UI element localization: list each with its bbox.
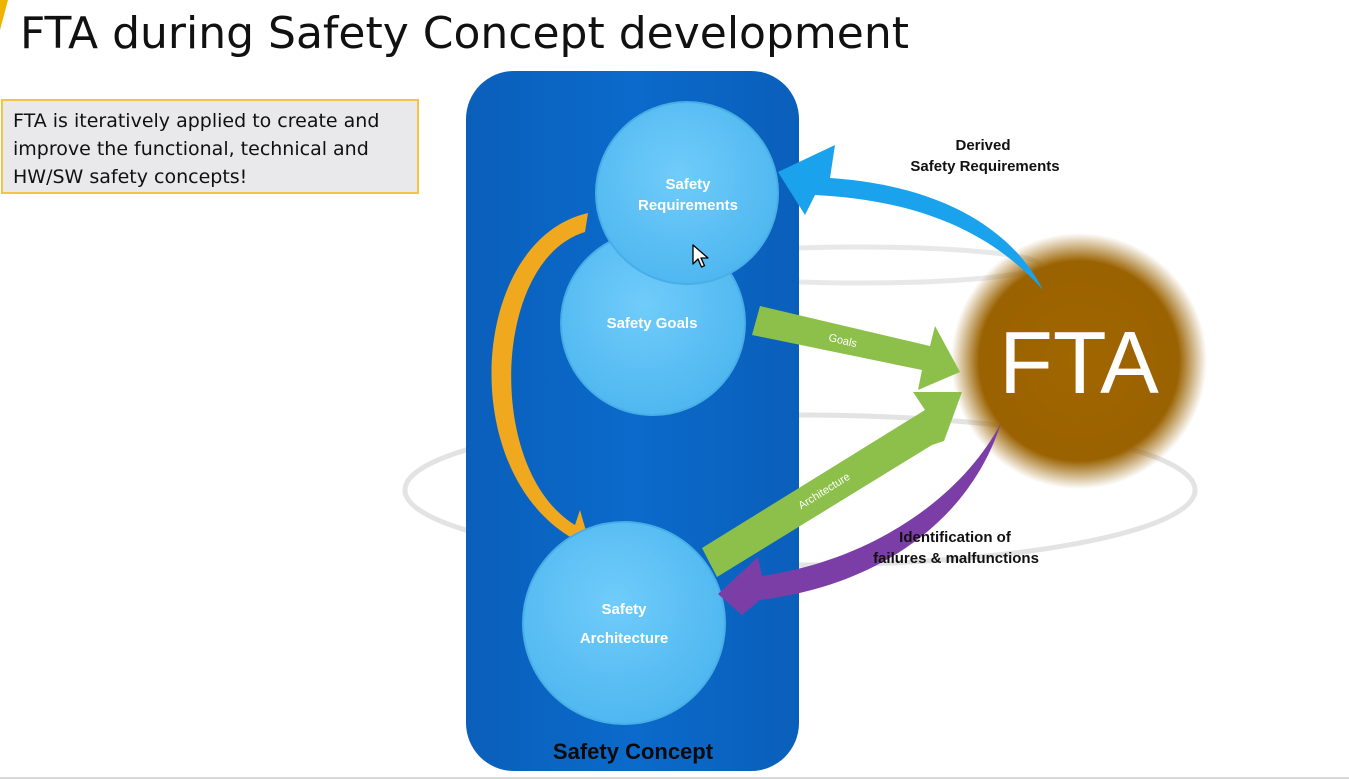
- note-line-2: improve the functional, technical and: [13, 138, 369, 160]
- fta-circle: [951, 233, 1207, 489]
- page-title: FTA during Safety Concept development: [20, 8, 909, 59]
- background-orbit-1: [402, 412, 1198, 568]
- fta-label: FTA: [999, 313, 1159, 412]
- safety-requirements-circle: [595, 101, 779, 285]
- mouse-pointer-icon: [692, 244, 709, 268]
- derived-label-1: Derived: [955, 137, 1010, 154]
- safety-architecture-circle: [522, 521, 726, 725]
- bottom-rule: [0, 777, 1349, 779]
- corner-accent: [0, 0, 8, 30]
- safety-concept-label: Safety Concept: [553, 739, 714, 764]
- blue-arrow: [778, 145, 1043, 290]
- orange-arrow: [491, 213, 590, 548]
- note-line-1: FTA is iteratively applied to create and: [13, 110, 380, 132]
- note-box: FTA is iteratively applied to create and…: [1, 99, 419, 194]
- derived-label-2: Safety Requirements: [910, 158, 1059, 175]
- safety-requirements-label-1: Safety: [665, 176, 711, 193]
- note-line-3: HW/SW safety concepts!: [13, 166, 248, 188]
- safety-architecture-label-1: Safety: [601, 601, 647, 618]
- goals-arrow: [752, 306, 960, 390]
- safety-architecture-label-2: Architecture: [580, 630, 668, 647]
- safety-requirements-label-2: Requirements: [638, 197, 738, 214]
- identification-label-2: failures & malfunctions: [873, 550, 1039, 567]
- purple-arrow: [718, 423, 1001, 615]
- safety-goals-label: Safety Goals: [607, 315, 698, 332]
- architecture-arrow: [702, 392, 962, 577]
- identification-label-1: Identification of: [899, 529, 1012, 546]
